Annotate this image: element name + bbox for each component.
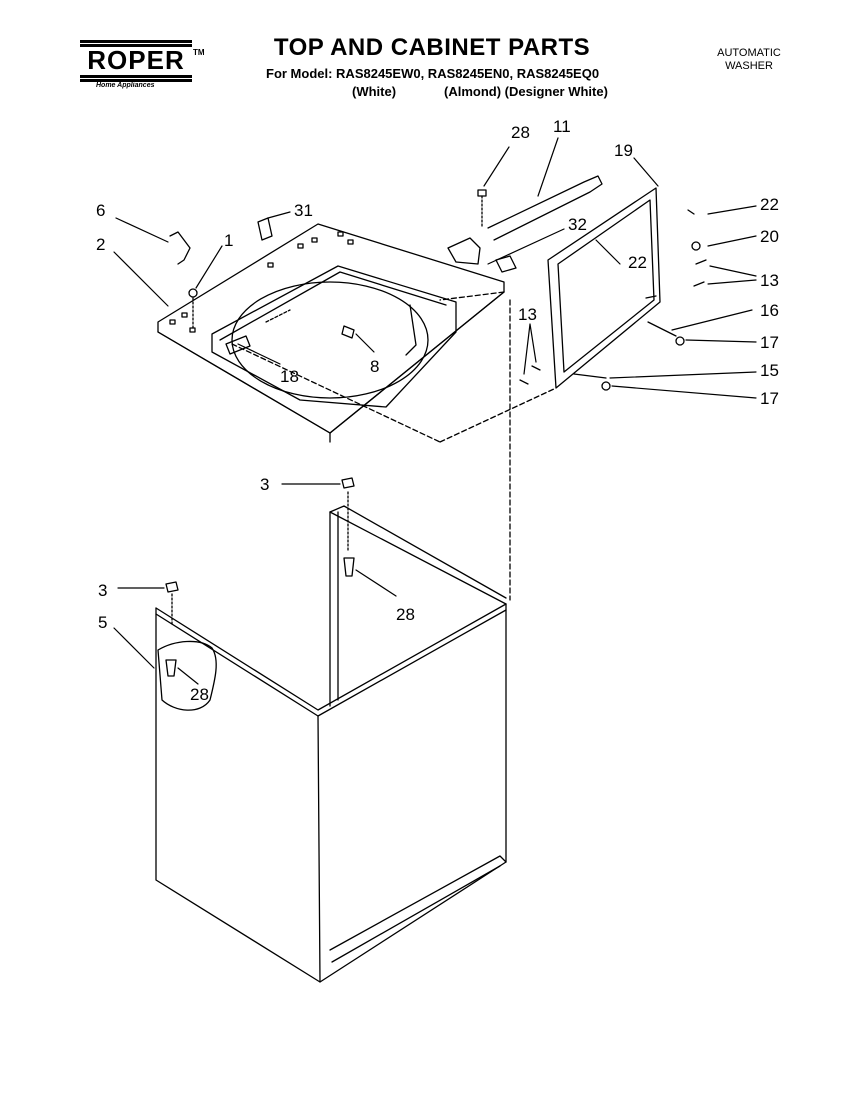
logo-text: ROPER: [87, 45, 185, 75]
callout-13-left: 13: [518, 305, 537, 324]
callout-17-bottom: 17: [760, 389, 779, 408]
callout-28-cutaway: 28: [190, 685, 209, 704]
machine-type-line1: AUTOMATIC: [717, 47, 781, 59]
logo-bar-bottom: [80, 75, 192, 78]
callout-18: 18: [280, 367, 299, 386]
callout-5: 5: [98, 613, 107, 632]
logo-trademark: TM: [193, 48, 205, 57]
lid-frame: [547, 187, 661, 389]
callout-28: 28: [511, 123, 530, 142]
callout-22: 22: [760, 195, 779, 214]
callout-31: 31: [294, 201, 313, 220]
callout-28-cabinet: 28: [396, 605, 415, 624]
washer-cabinet: [155, 505, 507, 983]
callout-8: 8: [370, 357, 379, 376]
callout-20: 20: [760, 227, 779, 246]
machine-type: AUTOMATIC WASHER: [694, 47, 804, 73]
callout-15: 15: [760, 361, 779, 380]
small-parts: [165, 175, 707, 677]
callout-2: 2: [96, 235, 105, 254]
callout-13: 13: [760, 271, 779, 290]
callout-17: 17: [760, 333, 779, 352]
assembly-lines: [231, 291, 557, 601]
callout-1: 1: [224, 231, 233, 250]
machine-type-line2: WASHER: [725, 60, 773, 72]
washer-top-panel: [157, 223, 505, 443]
logo-subtitle: Home Appliances: [96, 82, 155, 89]
callout-19: 19: [614, 141, 633, 160]
callout-3-left: 3: [98, 581, 107, 600]
leader-lines: [113, 137, 757, 685]
callout-3: 3: [260, 475, 269, 494]
logo-bar-top: [80, 40, 192, 43]
callout-32: 32: [568, 215, 587, 234]
model-list: For Model: RAS8245EW0, RAS8245EN0, RAS82…: [266, 66, 600, 81]
callout-16: 16: [760, 301, 779, 320]
logo-bar-top-2: [80, 44, 192, 47]
page-title: TOP AND CABINET PARTS: [273, 34, 591, 61]
callout-6: 6: [96, 201, 105, 220]
callout-11: 11: [553, 117, 571, 136]
logo-bar-bottom-2: [80, 79, 192, 82]
color-almond-designer: (Almond) (Designer White): [444, 84, 608, 99]
color-white: (White): [352, 84, 397, 99]
callout-22-frame: 22: [628, 253, 647, 272]
